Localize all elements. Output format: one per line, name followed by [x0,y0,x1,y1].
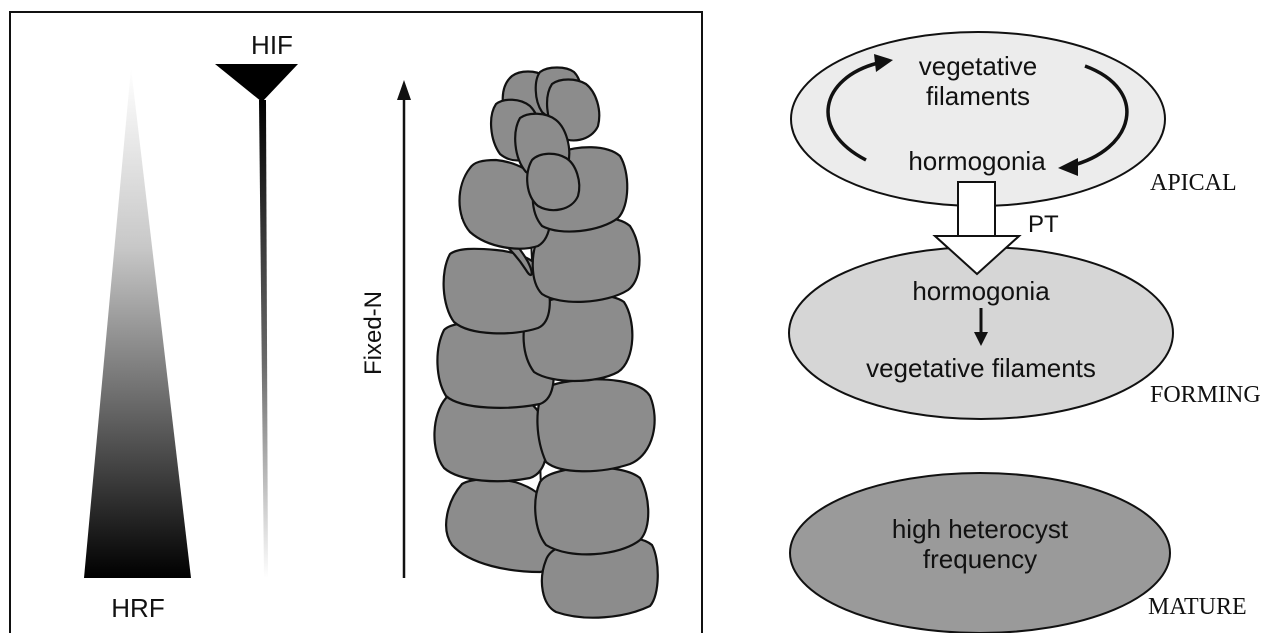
hif-gradient-spike [259,100,268,578]
hif-funnel-top [215,64,298,102]
pt-label: PT [1028,211,1059,238]
hif-label: HIF [251,30,293,60]
forming-bottom-text: vegetative filaments [866,353,1096,383]
apical-top-text-line1: vegetative [919,51,1038,81]
apical-top-text-line2: filaments [926,81,1030,111]
leaf-segment [537,379,654,471]
mature-text-line1: high heterocyst [892,514,1069,544]
hrf-gradient-triangle [84,68,191,578]
leaf-segment [535,468,648,555]
hrf-label: HRF [111,593,164,623]
bud-segment [527,154,579,210]
mature-text-line2: frequency [923,544,1037,574]
forming-zone-label: FORMING [1150,382,1261,408]
fixed-n-label: Fixed-N [360,291,387,375]
fixed-n-arrowhead [397,80,411,100]
apical-bottom-text: hormogonia [908,146,1046,176]
forming-top-text: hormogonia [912,276,1050,306]
filament-leaf-illustration [434,68,657,618]
mature-zone-label: MATURE [1148,594,1247,620]
apical-zone-label: APICAL [1150,170,1237,196]
